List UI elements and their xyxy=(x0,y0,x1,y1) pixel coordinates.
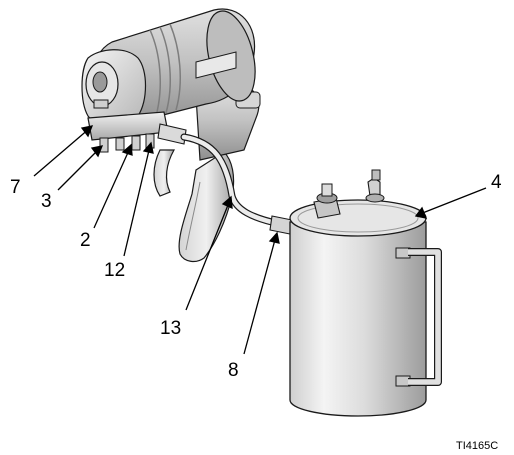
gun-hose-fitting xyxy=(157,123,187,145)
spray-gun xyxy=(81,8,261,263)
callout-7: 7 xyxy=(10,177,21,198)
tank-body xyxy=(289,221,427,417)
callout-4: 4 xyxy=(491,172,502,193)
callout-3: 3 xyxy=(41,191,52,212)
leader-7 xyxy=(33,127,91,177)
leader-3 xyxy=(57,147,101,191)
leader-2 xyxy=(93,147,131,229)
figure-id: TI4165C xyxy=(456,440,498,452)
tank-hose-fitting xyxy=(269,215,293,235)
callout-8: 8 xyxy=(228,360,239,381)
solvent-hose xyxy=(180,133,293,235)
leader-13 xyxy=(185,199,231,311)
leader-lines xyxy=(33,125,487,355)
leader-12 xyxy=(123,145,151,257)
gun-nameplate xyxy=(195,51,237,79)
tank-lid xyxy=(289,199,427,237)
leader-4 xyxy=(419,187,487,215)
callout-13: 13 xyxy=(160,318,181,339)
solvent-flush-tank xyxy=(289,169,442,417)
tank-air-valve xyxy=(367,177,381,197)
leader-8 xyxy=(243,235,277,355)
tank-handle xyxy=(395,247,442,387)
callout-12: 12 xyxy=(104,260,125,281)
callout-2: 2 xyxy=(80,230,91,251)
gun-handle xyxy=(178,151,235,263)
gun-trigger xyxy=(153,149,176,197)
